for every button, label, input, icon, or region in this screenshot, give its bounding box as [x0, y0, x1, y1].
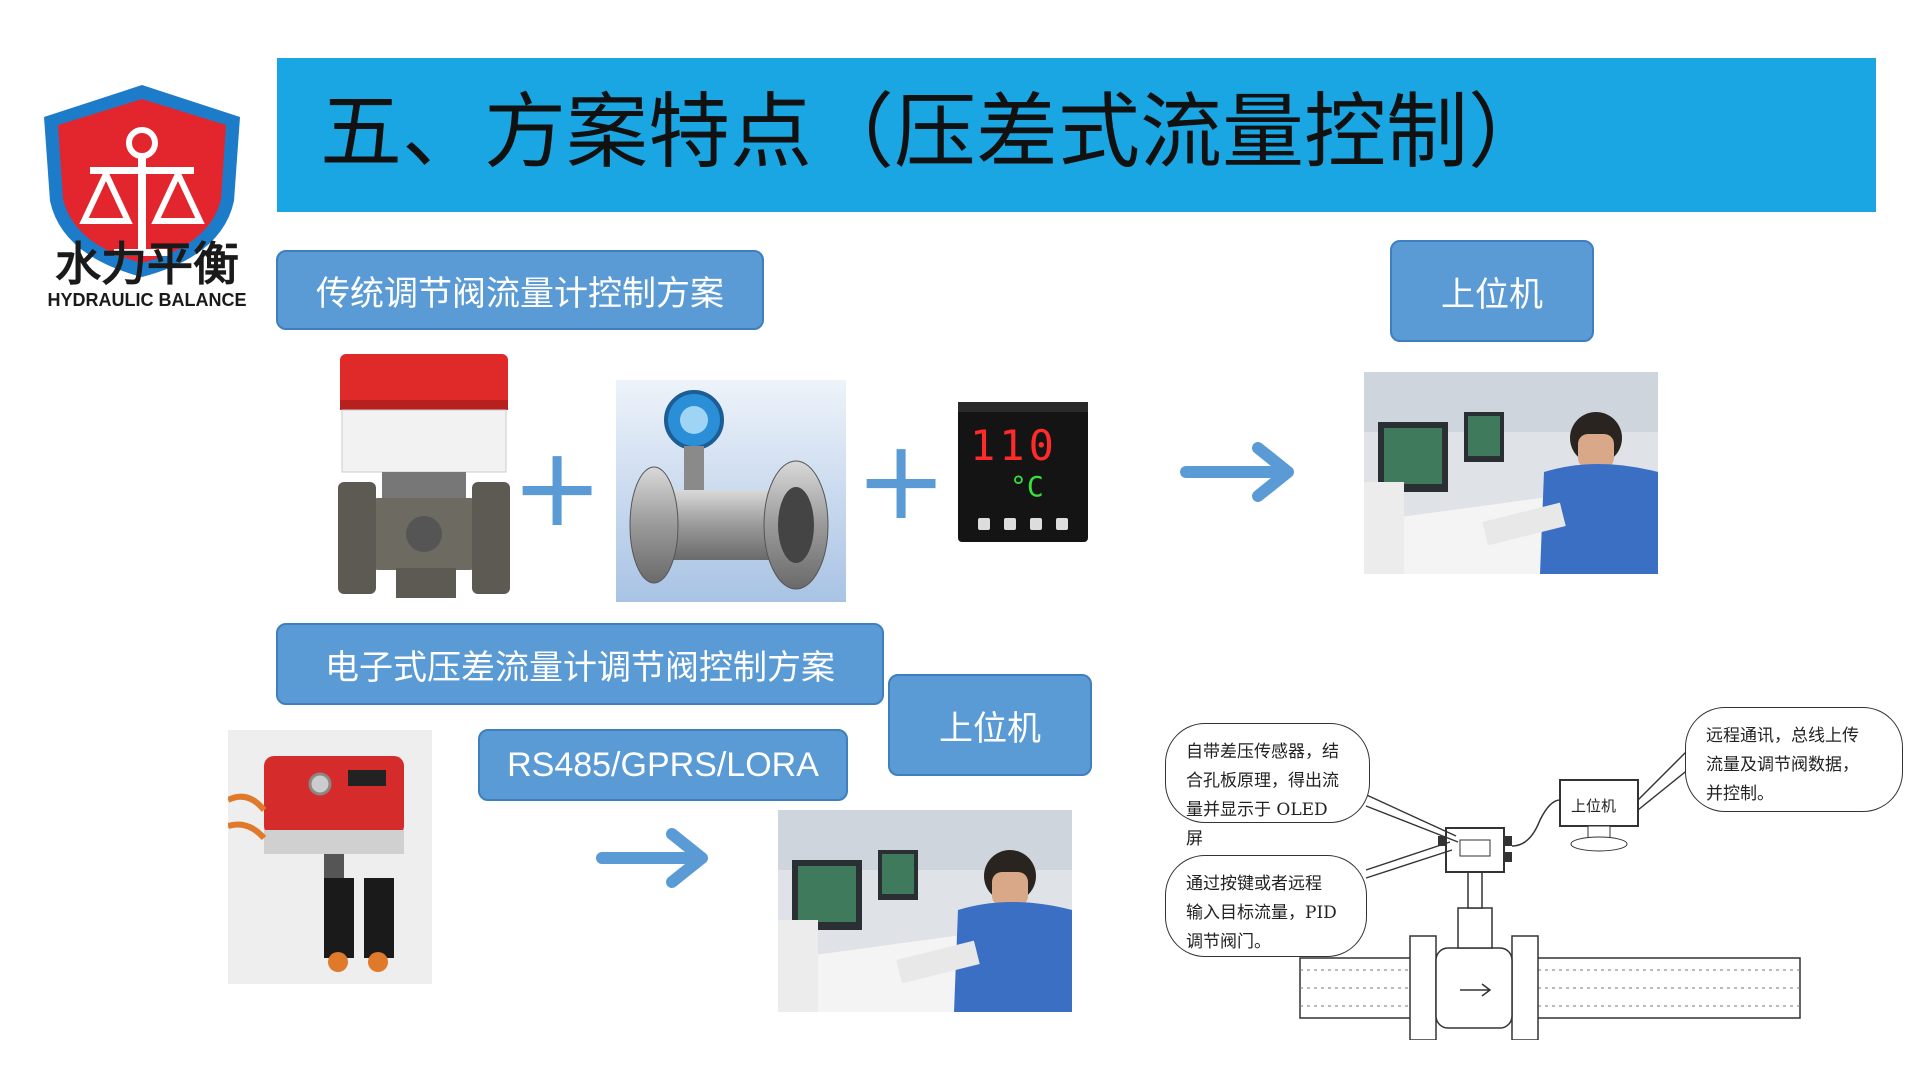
company-logo-shield [44, 85, 240, 277]
regulating-valve-image [336, 350, 512, 605]
operator-workstation-photo-middle [778, 810, 1072, 1012]
controller-button-4 [1056, 518, 1068, 530]
bubble-line: 并控制。 [1706, 784, 1774, 804]
host-computer-label-top: 上位机 [1390, 240, 1594, 342]
logo-english-name: HYDRAULIC BALANCE [47, 290, 247, 310]
communication-protocol-label: RS485/GPRS/LORA [478, 729, 848, 801]
plus-sign-2: + [855, 416, 948, 544]
right-arrow-icon-top [1180, 442, 1294, 502]
right-arrow-icon-middle [596, 828, 708, 888]
input-description-bubble: 通过按键或者远程 输入目标流量，PID 调节阀门。 [1165, 855, 1367, 957]
host-computer-label-middle: 上位机 [888, 674, 1092, 776]
plus-sign-1: + [511, 423, 604, 551]
system-schematic-diagram: 上位机 [1299, 749, 1801, 1040]
bubble-line: 量并显示于 OLED 屏 [1186, 800, 1328, 849]
bubble-line: 远程通讯，总线上传 [1706, 726, 1859, 746]
page-title: 五、方案特点（压差式流量控制） [320, 85, 1551, 180]
electronic-scheme-label: 电子式压差流量计调节阀控制方案 [276, 623, 884, 705]
bubble-line: 自带差压传感器，结 [1186, 742, 1339, 762]
sensor-description-bubble: 自带差压传感器，结 合孔板原理，得出流 量并显示于 OLED 屏 [1165, 723, 1370, 849]
temperature-controller-image: 110 °C [958, 402, 1088, 542]
bubble-line: 流量及调节阀数据， [1706, 755, 1859, 775]
controller-button-1 [978, 518, 990, 530]
turbine-flowmeter-image [616, 380, 846, 602]
controller-value: 110 [970, 421, 1058, 470]
diagram-computer-label: 上位机 [1571, 797, 1616, 815]
bubble-line: 通过按键或者远程 [1186, 874, 1322, 894]
logo-chinese-name: 水力平衡 [55, 237, 239, 291]
bubble-line: 调节阀门。 [1186, 932, 1271, 952]
remote-communication-bubble: 远程通讯，总线上传 流量及调节阀数据， 并控制。 [1685, 707, 1903, 812]
traditional-scheme-label: 传统调节阀流量计控制方案 [276, 250, 764, 330]
controller-button-2 [1004, 518, 1016, 530]
title-banner [277, 58, 1876, 212]
bubble-line: 输入目标流量，PID [1186, 903, 1337, 923]
electronic-valve-photo [228, 730, 432, 984]
bubble-line: 合孔板原理，得出流 [1186, 771, 1339, 791]
controller-button-3 [1030, 518, 1042, 530]
controller-unit: °C [1010, 470, 1044, 503]
operator-workstation-photo-top [1364, 372, 1658, 574]
